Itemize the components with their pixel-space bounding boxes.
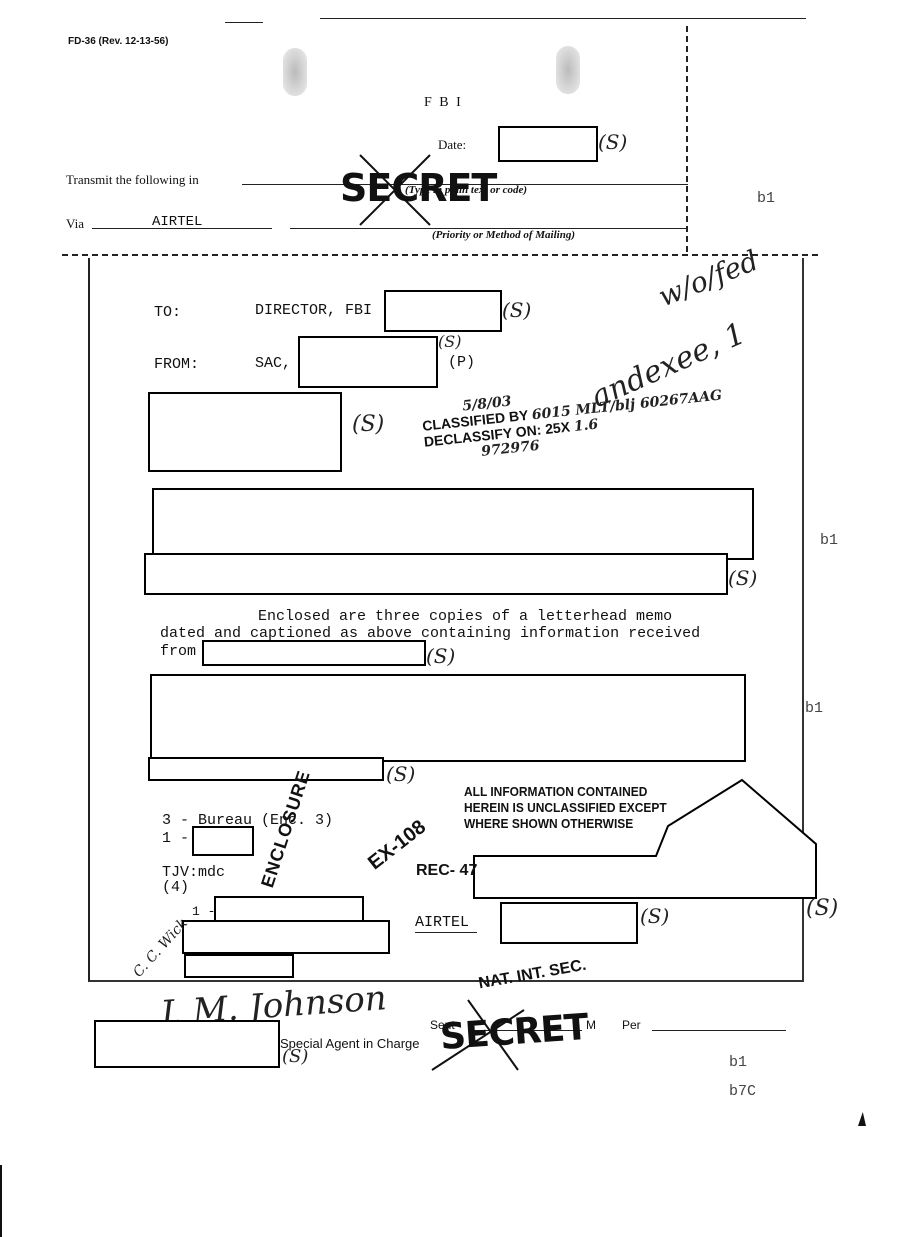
exemption-code: b1 [820,532,839,549]
redaction-approver [94,1020,280,1068]
from-value: SAC, [255,355,292,372]
priority-line [290,228,688,229]
top-rule [320,18,806,19]
exemption-code: b1 [805,700,824,717]
from-suffix: (P) [448,354,476,371]
redaction-block [144,553,728,595]
transmit-hint: (Type in plain text or code) [405,184,528,196]
paragraph-line: from [160,643,197,660]
exemption-code: b1 [729,1054,748,1071]
redaction-block [500,902,638,944]
agent-label: Special Agent in Charge [280,1036,420,1051]
redaction-distribution [192,826,254,856]
redaction-block [150,674,746,762]
transmit-label: Transmit the following in [66,172,199,187]
redaction-date [498,126,598,162]
redaction-block [182,920,390,954]
class-mark: (S) [502,298,532,322]
priority-hint: (Priority or Method of Mailing) [432,229,576,241]
airtel-stamp: AIRTEL [415,914,470,931]
binder-hole [556,46,580,94]
from-label: FROM: [154,356,200,373]
to-value: DIRECTOR, FBI [255,302,373,319]
redaction-source [202,640,426,666]
distribution-bureau: 3 - Bureau (Enc. 3) [162,812,334,829]
distribution-dash: 1 - [192,904,216,919]
via-label: Via [66,216,84,231]
stamp-cross-mark [431,999,525,1071]
to-label: TO: [154,304,182,321]
airtel-underline [415,932,477,933]
redaction-caption [148,392,342,472]
redaction-to [384,290,502,332]
declassify-on-value: 1.6 [573,416,599,435]
memo-frame [88,258,804,982]
paragraph-line: dated and captioned as above containing … [160,625,701,642]
redaction-block [184,954,294,978]
exemption-code: b7C [729,1083,757,1100]
edge-mark [0,1165,2,1237]
sent-line [470,1030,582,1031]
corner-mark [858,1112,866,1126]
exemption-code: b1 [757,190,776,207]
notice-line: HEREIN IS UNCLASSIFIED EXCEPT [464,800,667,815]
class-mark: (S) [806,896,839,921]
paragraph-line: Enclosed are three copies of a letterhea… [258,608,673,625]
header-separator [62,254,818,256]
via-value: AIRTEL [152,214,203,230]
redaction-block [214,896,364,922]
per-line [652,1030,786,1031]
agency-label: F B I [424,95,463,110]
via-line [92,228,272,229]
unclassified-notice: ALL INFORMATION CONTAINED HEREIN IS UNCL… [464,784,667,832]
top-rule-short [225,22,263,23]
redaction-block [148,757,384,781]
sent-label: Sent [430,1018,455,1032]
notice-line: ALL INFORMATION CONTAINED [464,784,648,799]
class-mark: (S) [438,332,462,351]
class-mark: (S) [598,130,628,154]
form-number: FD-36 (Rev. 12-13-56) [68,36,169,47]
class-mark: (S) [352,412,385,437]
header-divider [686,26,688,252]
class-mark: (S) [640,904,670,928]
distribution-one: 1 - [162,830,190,847]
class-mark: (S) [728,566,758,590]
typist-initials: TJV:mdc [162,864,226,881]
per-label: Per [622,1018,641,1032]
copy-count: (4) [162,879,190,896]
notice-line: WHERE SHOWN OTHERWISE [464,816,634,831]
date-label: Date: [438,137,467,152]
secret-stamp-top: SECRET [340,166,497,210]
transmit-line [242,184,688,185]
class-mark: (S) [426,644,456,668]
rec-stamp: REC- 47 [416,862,478,879]
binder-hole [283,48,307,96]
m-label: M [586,1018,596,1032]
redaction-from [298,336,438,388]
class-mark: (S) [386,762,416,786]
class-mark: (S) [282,1046,309,1067]
redaction-shape [473,778,817,899]
stamp-cross-mark [359,154,431,226]
redaction-block [152,488,754,560]
